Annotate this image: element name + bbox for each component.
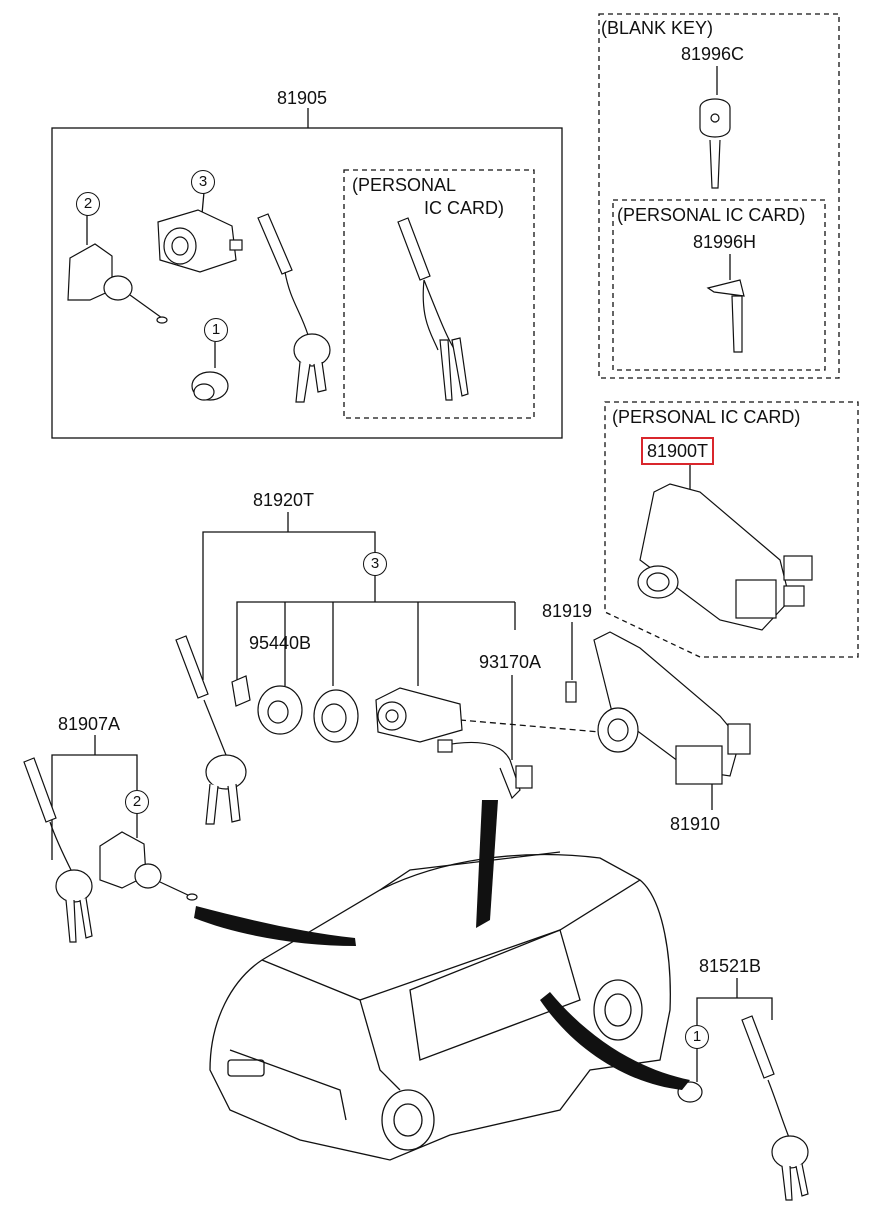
vehicle-icon — [209, 851, 671, 1161]
callout-3-middle: 3 — [363, 552, 387, 576]
note-personal-ic-card-81900T: (PERSONAL IC CARD) — [612, 407, 801, 427]
coil-ring-icon — [313, 689, 359, 743]
door-key-cylinder-icon — [67, 243, 168, 324]
pointer-arrow-door — [194, 906, 356, 946]
note-blank-key: (BLANK KEY) — [601, 18, 714, 38]
door-cylinder-81907A-icon — [99, 831, 198, 901]
note-personal-ic-card-81996H: (PERSONAL IC CARD) — [617, 205, 806, 225]
dashed-box-personal-ic-card — [343, 169, 535, 419]
steering-lock-81910-icon — [593, 631, 751, 785]
blank-key-icon — [699, 98, 731, 189]
callout-1-top: 1 — [204, 318, 228, 342]
key-with-fob-icon — [257, 213, 331, 403]
callout-1-bottom: 1 — [685, 1025, 709, 1049]
ring-95440B-icon — [257, 685, 303, 735]
part-number-81996C[interactable]: 81996C — [681, 44, 745, 64]
ignition-lock-assembly-icon — [637, 483, 813, 631]
note-ic-card: IC CARD) — [424, 198, 504, 218]
emergency-key-blade-icon — [706, 279, 745, 353]
group-box-81905 — [51, 127, 563, 439]
wiring-harness-icon — [437, 739, 533, 800]
key-set-81521B-icon — [741, 1015, 809, 1201]
part-number-95440B[interactable]: 95440B — [249, 633, 312, 653]
part-number-81905[interactable]: 81905 — [277, 88, 328, 108]
note-personal: (PERSONAL — [352, 175, 457, 195]
callout-3-top: 3 — [191, 170, 215, 194]
part-number-93170A[interactable]: 93170A — [479, 652, 542, 672]
callout-2-top: 2 — [76, 192, 100, 216]
part-number-81920T[interactable]: 81920T — [253, 490, 315, 510]
key-fob-81920T-icon — [175, 635, 247, 825]
part-number-81996H[interactable]: 81996H — [693, 232, 757, 252]
part-number-81521B[interactable]: 81521B — [699, 956, 762, 976]
part-number-81900T-highlighted[interactable]: 81900T — [641, 437, 715, 465]
ignition-cylinder-icon — [157, 209, 243, 273]
key-set-81907A-icon — [23, 757, 93, 943]
pointer-arrow-ignition — [476, 800, 498, 928]
part-number-81907A[interactable]: 81907A — [58, 714, 121, 734]
ic-card-key-icon — [397, 217, 469, 401]
dashed-box-81900T — [604, 401, 859, 658]
callout-2-bottom: 2 — [125, 790, 149, 814]
dashed-box-blank-key — [598, 13, 840, 379]
pointer-arrow-trunk — [540, 992, 690, 1090]
bracket-piece-icon — [231, 675, 251, 707]
sensor-81919-icon — [565, 681, 577, 703]
part-number-81910[interactable]: 81910 — [670, 814, 721, 834]
trunk-cylinder-icon — [191, 371, 229, 401]
key-cylinder-93170A-icon — [375, 687, 463, 743]
dashed-box-personal-ic-81996H — [612, 199, 826, 371]
part-number-81919[interactable]: 81919 — [542, 601, 593, 621]
